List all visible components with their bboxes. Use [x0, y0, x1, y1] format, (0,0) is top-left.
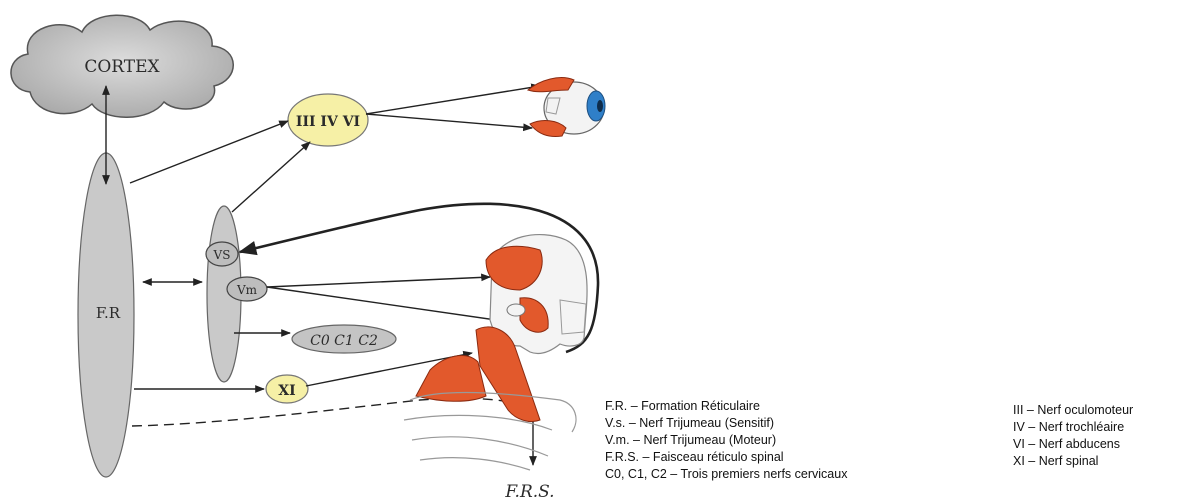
cortex-cloud: CORTEX	[11, 15, 233, 117]
trigeminal-to-oculomotor-arrow	[232, 142, 310, 212]
ear-bone	[507, 304, 525, 316]
head-neck-illustration	[404, 235, 587, 470]
vm-to-temporal-muscle-arrow	[267, 277, 490, 287]
legend-item: III – Nerf oculomoteur	[1013, 402, 1133, 419]
fr-label: F.R	[96, 304, 121, 322]
cervical-nerves-label: C0 C1 C2	[310, 333, 378, 349]
eye-illustration	[528, 78, 605, 137]
legend-item: C0, C1, C2 – Trois premiers nerfs cervic…	[605, 466, 847, 483]
spinal-accessory-node: XI	[266, 375, 308, 403]
oculomotor-group-node: III IV VI	[288, 94, 368, 146]
legend-item: XI – Nerf spinal	[1013, 453, 1133, 470]
vs-node: VS	[206, 242, 238, 266]
legend-item: F.R.S. – Faisceau réticulo spinal	[605, 449, 847, 466]
legend-item: V.s. – Nerf Trijumeau (Sensitif)	[605, 415, 847, 432]
frs-dashed-path	[132, 398, 528, 426]
cervical-nerves-node: C0 C1 C2	[292, 325, 396, 353]
vm-node: Vm	[227, 277, 267, 301]
legend-item: IV – Nerf trochléaire	[1013, 419, 1133, 436]
ribcage-outline	[404, 392, 576, 470]
legend-item: VI – Nerf abducens	[1013, 436, 1133, 453]
cortex-label: CORTEX	[84, 57, 160, 77]
oculomotor-group-label: III IV VI	[296, 114, 360, 130]
vm-to-masseter-arrow	[267, 287, 510, 322]
fr-to-oculomotor-arrow	[130, 121, 288, 183]
legend-right: III – Nerf oculomoteur IV – Nerf trochlé…	[1013, 402, 1133, 470]
superior-rectus-muscle	[528, 78, 574, 92]
oculomotor-to-eye-lower-arrow	[366, 114, 532, 128]
vs-label: VS	[213, 248, 231, 262]
legend-item: V.m. – Nerf Trijumeau (Moteur)	[605, 432, 847, 449]
oculomotor-to-eye-upper-arrow	[366, 86, 540, 114]
spinal-accessory-label: XI	[278, 383, 295, 399]
legend-left: F.R. – Formation Réticulaire V.s. – Nerf…	[605, 398, 847, 483]
legend-item: F.R. – Formation Réticulaire	[605, 398, 847, 415]
fr-column: F.R	[78, 153, 134, 477]
frs-label: F.R.S.	[504, 482, 554, 502]
vm-label: Vm	[236, 283, 258, 297]
